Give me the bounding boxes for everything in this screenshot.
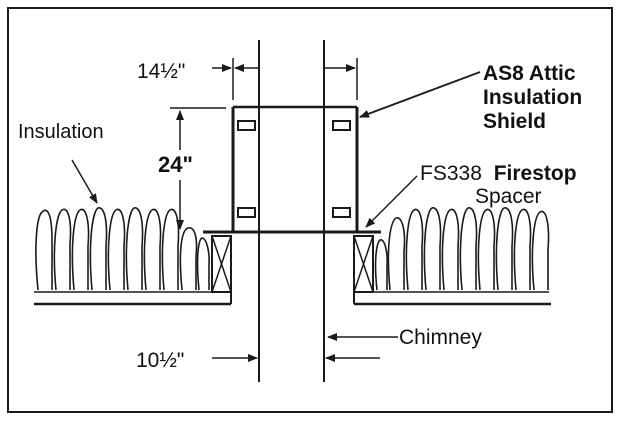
firestop-code: FS338: [420, 162, 482, 185]
shield-clip: [332, 207, 351, 218]
attic-insulation-shield: [231, 105, 359, 232]
insulation-label: Insulation: [18, 121, 104, 143]
shield-label-line2: Insulation: [483, 86, 582, 109]
dimension-top: 14½": [137, 58, 358, 100]
shield-clip: [237, 120, 256, 131]
shield-callout: AS8 Attic Insulation Shield: [359, 62, 582, 133]
shield-clip: [237, 207, 256, 218]
chimney: [258, 40, 325, 382]
svg-text:FS338 Firestop: FS338 Firestop: [420, 162, 577, 185]
dimension-top-label: 14½": [137, 60, 185, 83]
dimension-bottom: 10½": [136, 349, 380, 372]
insulation-left: [35, 207, 210, 291]
diagram-frame: [7, 7, 613, 413]
firestop-word: Firestop: [494, 162, 577, 185]
dimension-height-label: 24": [158, 152, 193, 177]
shield-label-line1: AS8 Attic: [483, 62, 576, 85]
shield-label-line3: Shield: [483, 110, 546, 133]
ceiling-line: [34, 291, 551, 306]
dimension-bottom-label: 10½": [136, 349, 184, 372]
shield-clip: [332, 120, 351, 131]
insulation-callout: Insulation: [18, 121, 104, 204]
firestop-label-line2: Spacer: [475, 185, 542, 208]
insulation-right: [374, 207, 550, 291]
firestop-callout: FS338 Firestop Spacer: [365, 162, 577, 228]
joist-right: [353, 235, 374, 304]
dimension-height: 24": [158, 107, 226, 230]
chimney-callout: Chimney: [327, 326, 482, 349]
chimney-label: Chimney: [399, 326, 482, 349]
joist-left: [211, 235, 232, 304]
